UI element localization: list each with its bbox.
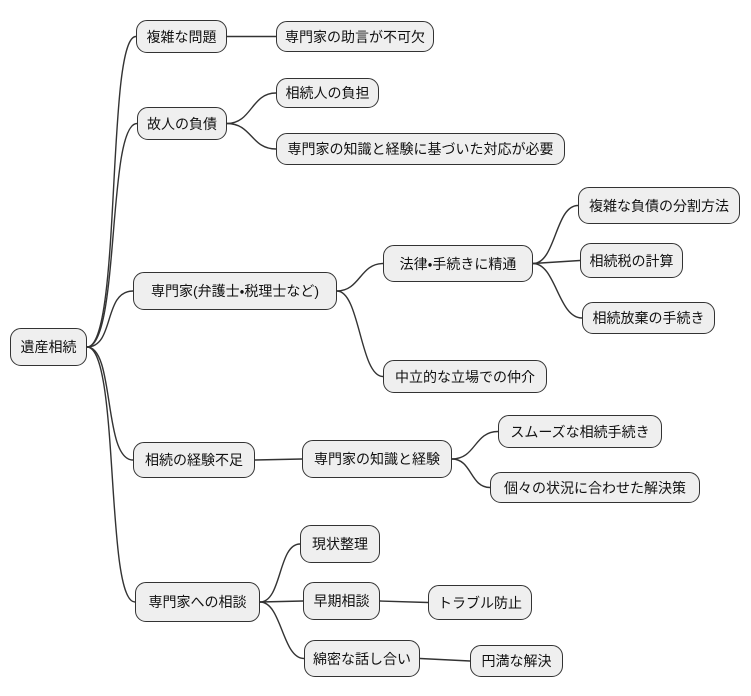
edge-root-to-complex-problem: [86, 35, 137, 348]
edge-debt-to-expert-response: [226, 122, 277, 150]
edge-debt-to-heir-burden: [226, 92, 277, 125]
node-lack-of-experience: 相続の経験不足: [133, 442, 255, 478]
edge-experts-to-neutral-mediation: [336, 290, 384, 378]
edge-consult-to-early: [259, 600, 304, 603]
edge-law-to-renunciation: [532, 262, 583, 319]
edge-root-to-experts: [86, 290, 134, 348]
node-inheritance-renunciation: 相続放棄の手続き: [582, 302, 715, 334]
edge-law-to-debt-division: [532, 204, 579, 265]
node-amicable-resolution: 円満な解決: [470, 645, 563, 677]
edge-consult-to-discussion: [259, 601, 305, 660]
node-root-inheritance: 遺産相続: [10, 328, 87, 366]
node-complex-problem: 複雑な問題: [136, 20, 227, 53]
node-tailored-solutions: 個々の状況に合わせた解決策: [490, 472, 700, 503]
node-trouble-prevention: トラブル防止: [428, 585, 532, 620]
node-consult-experts: 専門家への相談: [135, 582, 260, 622]
edge-root-to-lack-of-experience: [86, 346, 134, 461]
node-expert-knowledge-response: 専門家の知識と経験に基づいた対応が必要: [276, 133, 565, 165]
edge-root-to-consult-experts: [86, 346, 136, 603]
edge-early-to-trouble-prevention: [379, 600, 429, 604]
edge-knowledge-to-tailored: [451, 458, 491, 489]
node-neutral-mediation: 中立的な立場での仲介: [383, 360, 547, 393]
node-status-organization: 現状整理: [300, 525, 380, 563]
edge-root-to-deceased-debt: [86, 122, 138, 348]
edge-law-to-tax-calc: [532, 259, 581, 265]
node-heir-burden: 相続人の負担: [276, 78, 379, 108]
edge-inexperience-to-knowledge: [254, 458, 303, 461]
edge-knowledge-to-smooth: [451, 430, 499, 460]
node-smooth-procedures: スムーズな相続手続き: [498, 415, 662, 448]
node-debt-division-methods: 複雑な負債の分割方法: [578, 187, 740, 224]
edge-experts-to-law-procedures: [336, 262, 384, 292]
node-inheritance-tax-calc: 相続税の計算: [580, 243, 683, 278]
node-versed-in-law-procedures: 法律・手続きに精通: [383, 245, 533, 282]
node-deceased-debt: 故人の負債: [137, 107, 227, 140]
node-expert-advice-essential: 専門家の助言が不可欠: [276, 21, 434, 52]
node-expert-knowledge-experience: 専門家の知識と経験: [302, 440, 452, 478]
edge-consult-to-status: [259, 543, 301, 603]
node-early-consultation: 早期相談: [303, 582, 380, 620]
edge-discussion-to-amicable: [419, 657, 471, 662]
node-thorough-discussion: 綿密な話し合い: [304, 640, 420, 677]
node-experts-lawyers-tax: 専門家(弁護士・税理士など): [133, 272, 337, 310]
